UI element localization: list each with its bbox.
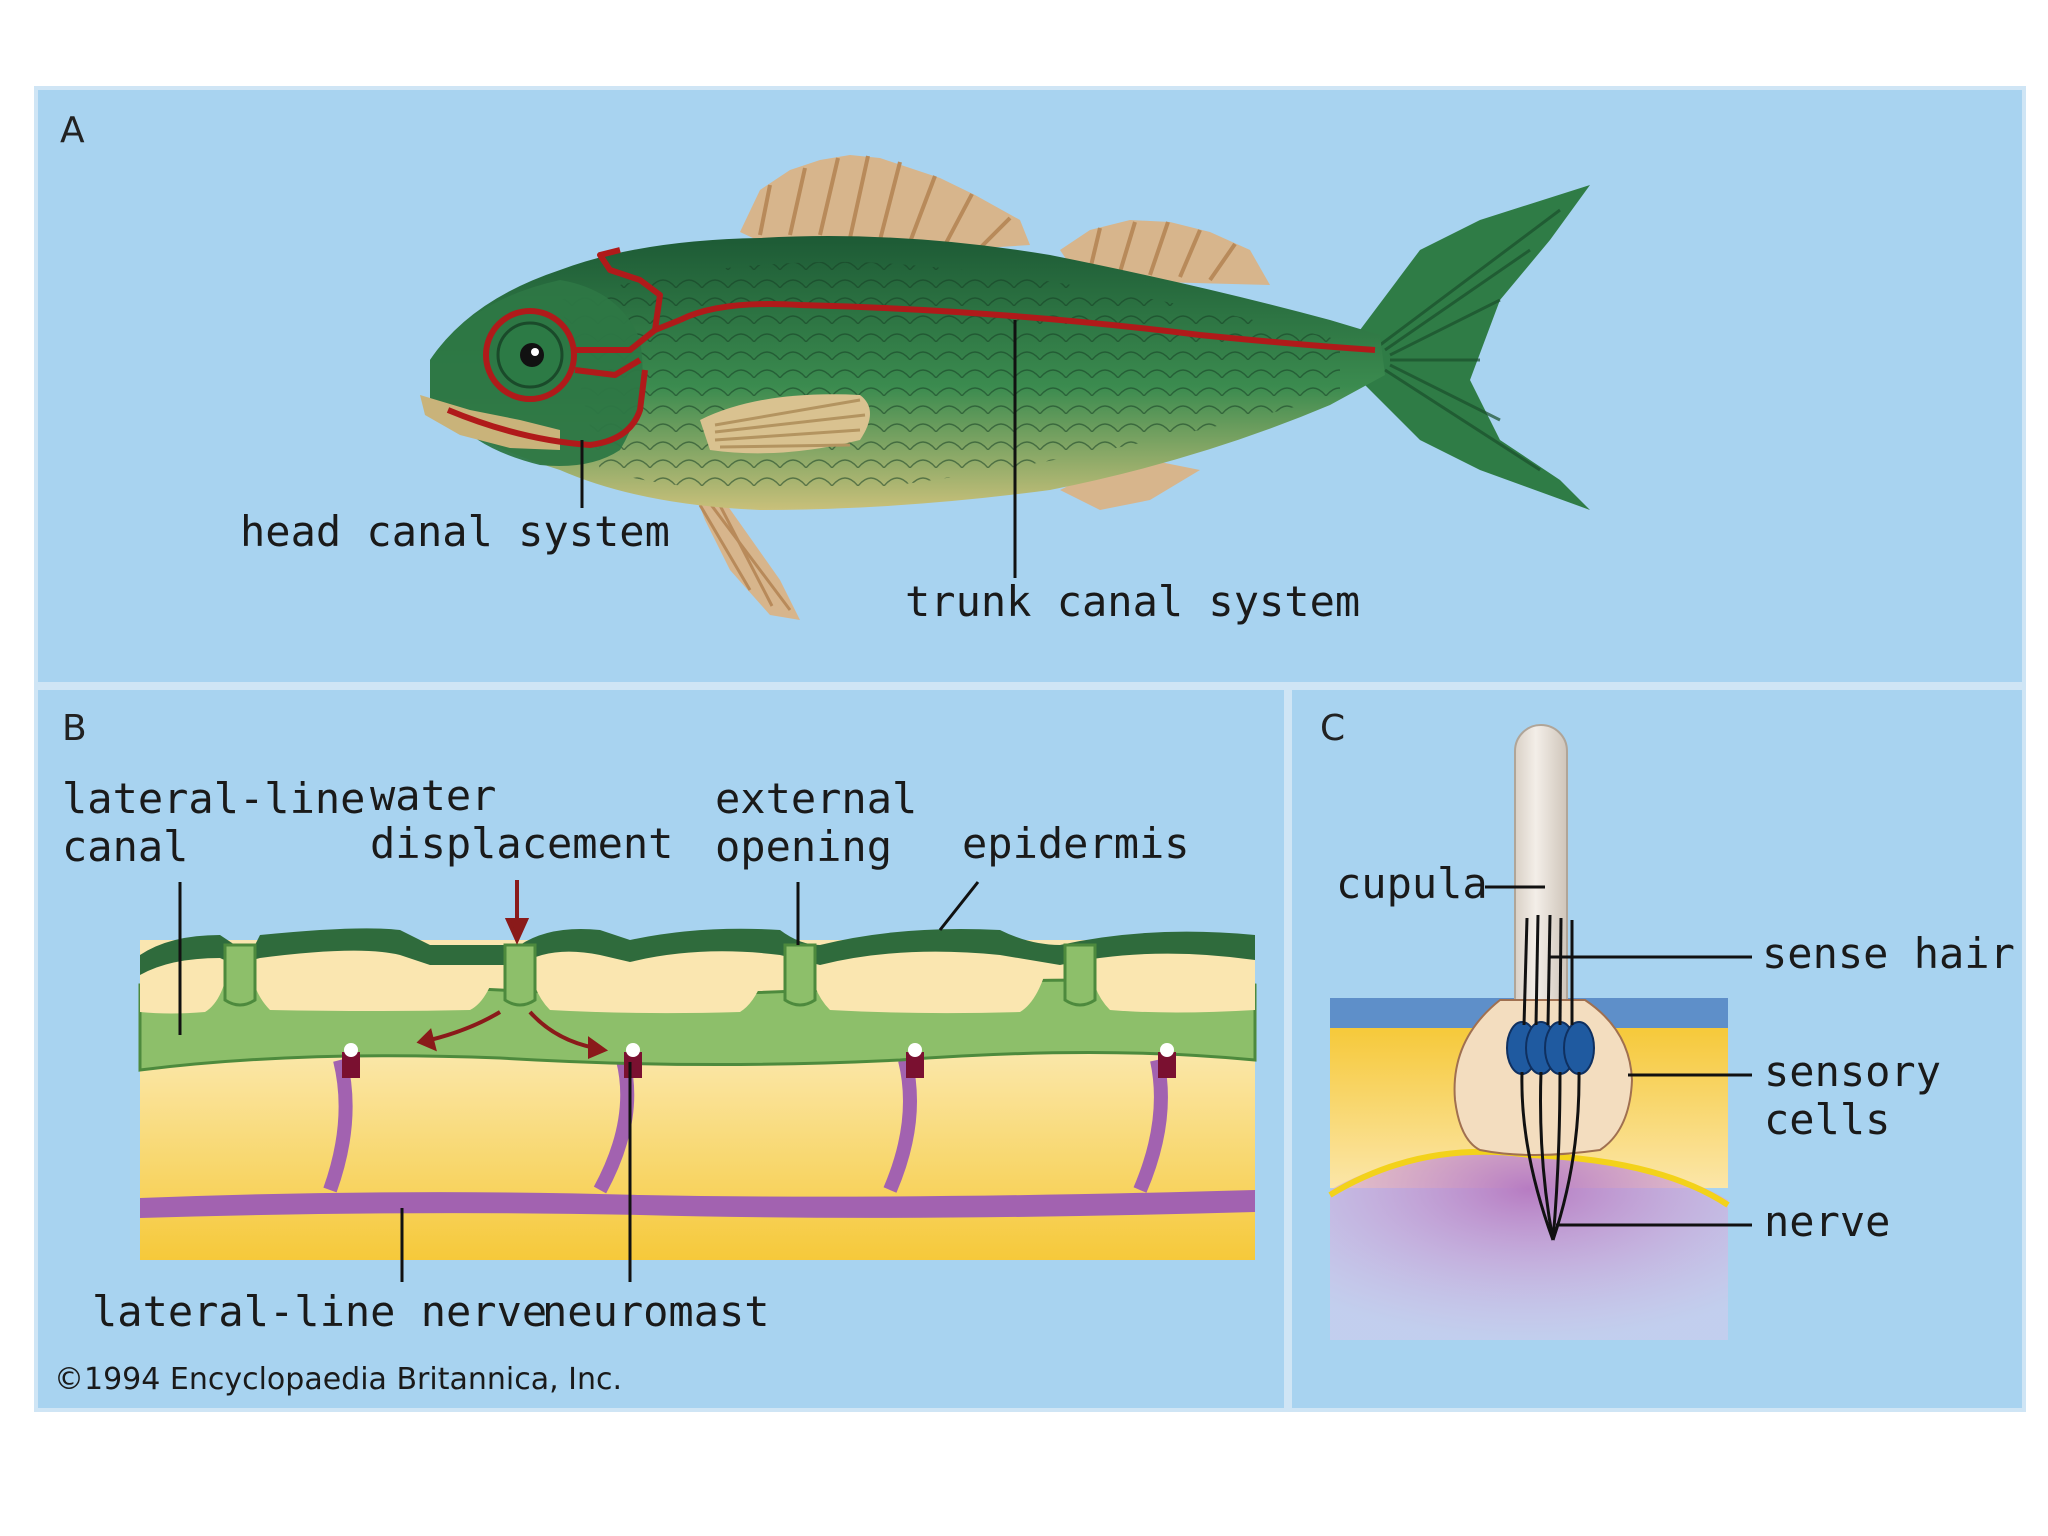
purple-tissue [1330,1151,1728,1340]
lower-tissue [140,1040,1255,1260]
cupula-label: cupula [1336,859,1488,908]
lateral-line-canal-label: lateral-line canal [62,774,366,872]
dorsal-fin-front [740,155,1030,260]
epidermis-label: epidermis [962,819,1190,868]
sensory-cells-label: sensory cells [1764,1047,1942,1145]
sense-hair-label: sense hair [1762,929,2015,978]
lateral-line-canal-line2: canal [62,822,189,872]
tail-fin [1360,185,1590,510]
panel-b-letter: B [62,708,87,749]
sensory-cells-line1: sensory [1764,1047,1942,1096]
nerve-label: nerve [1764,1197,1891,1246]
fish-illustration [420,155,1590,620]
sensory-cells [1506,1021,1595,1075]
external-opening-label: external opening [715,774,918,872]
water-displacement-arrows [416,880,609,1060]
external-opening-line1: external [715,774,918,823]
copyright-notice: ©1994 Encyclopaedia Britannica, Inc. [54,1362,623,1397]
lateral-line-nerve-trunk [140,1190,1255,1218]
neuromast-detail [1328,724,1730,1340]
water-displacement-line2: displacement [370,819,674,869]
sensory-cells-line2: cells [1764,1095,1891,1145]
epidermis-layer [140,928,1255,975]
water-displacement-line1: water [370,771,497,820]
head-canal-system [446,247,682,448]
canal-openings [223,943,1097,1007]
lateral-line-cross-section [138,880,1257,1260]
epidermis-pointer [938,881,980,931]
water-displacement-label: water displacement [370,771,674,869]
panel-c-letter: C [1320,708,1346,749]
lateral-line-canal-line1: lateral-line [62,774,366,823]
lateral-line-nerve-label: lateral-line nerve [92,1287,548,1336]
external-opening-line2: opening [715,822,893,872]
panel-a-letter: A [60,110,85,151]
trunk-canal-system-label: trunk canal system [905,577,1361,626]
trunk-canal-system [678,301,1376,353]
head-canal-system-label: head canal system [240,507,670,556]
nerve-fibers [1520,1071,1581,1241]
sense-hairs [1522,914,1574,1026]
neuromast-label: neuromast [542,1287,770,1336]
